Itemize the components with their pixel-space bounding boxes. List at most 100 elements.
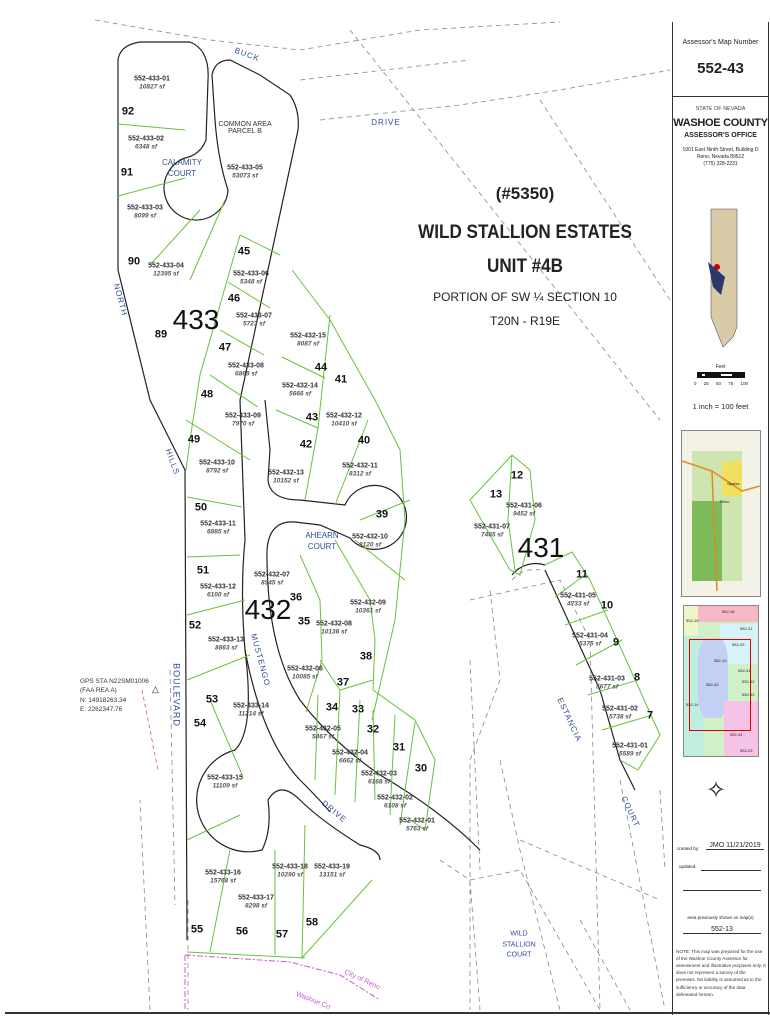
lot-number: 13 — [489, 488, 503, 501]
parcel-apn: 552-432-04 — [332, 749, 368, 757]
parcel-area: 6108 sf — [383, 802, 407, 810]
lot-number: 89 — [154, 328, 168, 341]
parcel-apn: 552-433-18 — [272, 863, 308, 871]
lot-number: 90 — [127, 255, 141, 268]
lot-number: 41 — [334, 373, 348, 386]
parcel-apn: 552-432-12 — [326, 412, 362, 420]
parcel-apn: 552-432-01 — [399, 817, 435, 825]
parcel-apn: 552-432-10 — [352, 533, 388, 541]
scale-tick: 0 — [694, 381, 697, 386]
common-area-label[interactable]: COMMON AREA PARCEL B — [218, 121, 271, 135]
map-township: T20N - R19E — [489, 314, 561, 328]
scale-tick: 75 — [728, 381, 734, 386]
parcel-area: 10085 sf — [292, 673, 318, 681]
lot-number: 52 — [188, 619, 202, 632]
lot-number: 7 — [646, 709, 654, 722]
index-map-label: 552-14 — [686, 702, 699, 707]
parcel-apn: 552-433-17 — [238, 894, 274, 902]
vicinity-label: Reno — [720, 499, 730, 504]
parcel-apn: 552-432-11 — [342, 462, 378, 470]
parcel-apn: 552-432-05 — [305, 725, 341, 733]
parcel-apn: 552-432-13 — [268, 469, 304, 477]
parcel-area: 7465 sf — [480, 531, 504, 539]
common-area-parcel[interactable]: 552-433-05 53073 sf — [227, 164, 263, 180]
lot-number: 30 — [414, 762, 428, 775]
gps-northing: N: 14918263.34 — [80, 696, 127, 704]
parcel-area: 10136 sf — [321, 628, 347, 636]
parcel-area: 5589 sf — [618, 750, 642, 758]
book-number-432: 432 — [244, 594, 292, 625]
index-map-label: 552-10 — [714, 658, 727, 663]
index-map-label: 552-19 — [686, 618, 699, 623]
parcel-area: 5723 sf — [242, 320, 266, 328]
parcel-area: 5763 sf — [405, 825, 429, 833]
parcel-area: 7970 sf — [231, 420, 255, 428]
parcel-area: 6869 sf — [234, 370, 258, 378]
lot-number: 31 — [392, 741, 406, 754]
gps-station-id: GPS STA N22SM01006 — [80, 678, 149, 685]
parcel-apn: 552-433-08 — [228, 362, 264, 370]
office-label: ASSESSOR'S OFFICE — [684, 132, 757, 139]
court-text: COURT — [167, 169, 197, 178]
lot-number: 53 — [205, 693, 219, 706]
parcel-area: 8792 sf — [205, 467, 229, 475]
phone-number: (775) 328-2231 — [703, 161, 738, 167]
index-map-label: 552-44 — [730, 732, 743, 737]
parcel-apn: 552-433-19 — [314, 863, 350, 871]
index-map-label: 552-25 — [740, 748, 753, 753]
parcel-area: 8099 sf — [133, 212, 157, 220]
gps-station-ref: (FAA REA A) — [80, 687, 117, 695]
parcel-apn: 552-433-10 — [199, 459, 235, 467]
parcel-area: 11214 sf — [238, 710, 264, 718]
parcel-apn: 552-431-06 — [506, 502, 542, 510]
lot-number: 51 — [196, 564, 210, 577]
lot-number: 57 — [275, 928, 289, 941]
parcel-apn: 552-432-08 — [316, 620, 352, 628]
address-line-1: 1001 East Ninth Street, Building D — [682, 147, 759, 153]
calamity-text: CALAMITY — [161, 157, 203, 167]
parcel-apn: 552-431-02 — [602, 705, 638, 713]
